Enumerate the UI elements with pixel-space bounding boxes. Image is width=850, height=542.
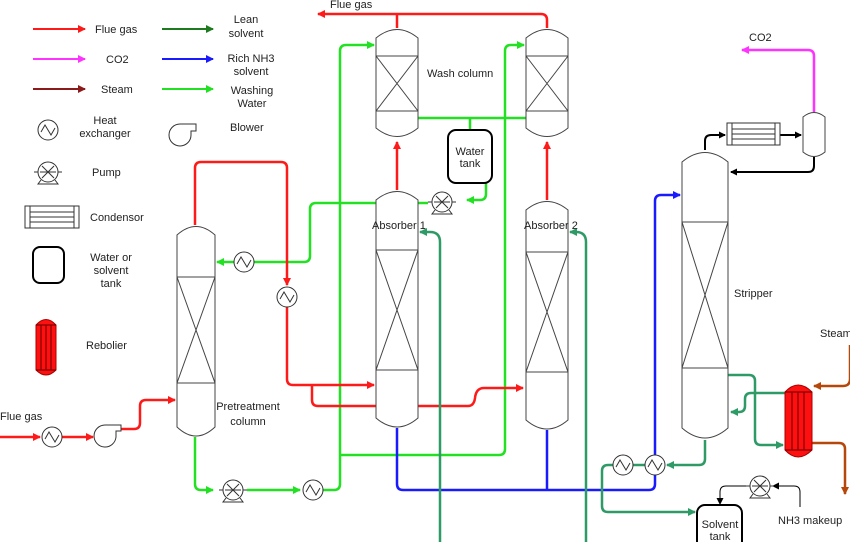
- label-steam: Steam: [820, 328, 850, 340]
- legend-rich-solvent-label-1: Rich NH3: [227, 53, 274, 65]
- pipe-lean-to-absorber-2: [569, 228, 588, 542]
- pipe-drum-to-stripper: [730, 157, 815, 176]
- pipe-hx-to-solvent-tank: [600, 463, 695, 512]
- pipe-stripper-to-reboiler: [728, 373, 784, 449]
- pipe-pump-to-solvent-tank: [716, 485, 747, 505]
- pipe-blower-to-pretreat: [121, 396, 176, 431]
- rich-solvent-lines: [395, 191, 681, 492]
- water-tank: [447, 129, 493, 184]
- legend-reboiler-label: Rebolier: [86, 340, 127, 352]
- pipe-pretreat-to-hx: [193, 160, 291, 286]
- pipe-co2-out: [741, 46, 816, 112]
- pipe-pump-to-pretreat-hx: [254, 201, 428, 264]
- legend-reboiler-icon: [35, 319, 57, 376]
- label-flue-gas-in: Flue gas: [0, 411, 43, 423]
- pump-water-icon: [427, 191, 457, 215]
- reflux-drum: [802, 112, 826, 157]
- legend-washing-water-label-2: Water: [238, 98, 267, 110]
- pipe-absorbers-to-hx: [395, 428, 657, 492]
- label-solvent-tank-1: Solvent: [702, 519, 739, 531]
- pipe-to-absorber-2: [310, 385, 523, 408]
- legend-pump-label: Pump: [92, 167, 121, 179]
- pipe-stripper-to-condensor: [704, 131, 726, 150]
- pipe-stripper-bottom-to-hx: [666, 440, 707, 469]
- legend-heat-exchanger-label-2: exchanger: [79, 128, 131, 140]
- legend-tank-icon: [32, 246, 65, 284]
- legend-heat-exchanger-icon: [37, 119, 59, 141]
- solvent-tank: [696, 504, 743, 542]
- pipe-water-tank-to-pump: [466, 183, 488, 204]
- reboiler: [784, 384, 813, 458]
- absorber-1: [375, 191, 419, 428]
- legend-blower-label: Blower: [230, 122, 264, 134]
- pump-nh3-icon: [745, 475, 775, 499]
- heat-exchanger-pretreat-icon: [233, 251, 255, 273]
- legend-condensor-label: Condensor: [90, 212, 144, 224]
- blower-icon: [93, 424, 122, 448]
- legend-flue-gas-label: Flue gas: [95, 24, 138, 36]
- pipe-lean-to-absorber-1: [419, 228, 442, 542]
- wash-column-1: [375, 29, 419, 137]
- pipe-hx-to-absorber-1: [285, 307, 375, 389]
- pipe-reboiler-to-stripper: [730, 391, 785, 416]
- legend: Flue gas CO2 Steam Lean solvent Rich NH3…: [24, 14, 275, 376]
- pipe-steam-out: [812, 441, 849, 495]
- washing-water-lines: [193, 41, 526, 494]
- flue-gas-lines: [0, 14, 551, 441]
- pipe-steam-in: [813, 345, 850, 390]
- pump-pretreat-icon: [218, 479, 248, 503]
- legend-pump-icon: [33, 161, 63, 185]
- label-pretreatment-2: column: [230, 416, 265, 428]
- legend-co2-label: CO2: [106, 54, 129, 66]
- pretreatment-column: [176, 226, 216, 437]
- label-flue-gas-out: Flue gas: [330, 0, 373, 11]
- label-water-tank-1: Water: [456, 146, 485, 158]
- label-wash-column: Wash column: [427, 68, 493, 80]
- heat-exchanger-flue-icon: [276, 286, 298, 308]
- label-co2: CO2: [749, 32, 772, 44]
- legend-condensor-icon: [24, 205, 80, 229]
- pipe-pretreat-to-pump: [193, 437, 214, 494]
- label-water-tank-2: tank: [460, 158, 481, 170]
- label-absorber-1: Absorber 1: [372, 220, 426, 232]
- pipe-to-stripper: [653, 191, 681, 455]
- pipe-to-wash-column-1: [323, 41, 375, 492]
- label-nh3-makeup: NH3 makeup: [778, 515, 842, 527]
- legend-heat-exchanger-label-1: Heat: [93, 115, 116, 127]
- legend-rich-solvent-label-2: solvent: [234, 66, 269, 78]
- heat-exchanger-inlet-icon: [41, 426, 63, 448]
- label-stripper: Stripper: [734, 288, 773, 300]
- label-pretreatment-1: Pretreatment: [216, 401, 280, 413]
- stripper-column: [681, 152, 729, 439]
- absorber-2: [525, 201, 569, 430]
- legend-steam-label: Steam: [101, 84, 133, 96]
- legend-tank-label-1: Water or: [90, 252, 132, 264]
- condensor: [726, 122, 781, 146]
- wash-column-2: [525, 29, 569, 137]
- legend-lean-solvent-label-1: Lean: [234, 14, 258, 26]
- pipe-to-wash-column-2: [340, 41, 525, 457]
- pipe-nh3-makeup-in: [772, 482, 801, 507]
- heat-exchanger-rich-lean-icon: [644, 454, 666, 476]
- legend-tank-label-3: tank: [101, 278, 122, 290]
- lean-solvent-lines: [419, 228, 785, 542]
- legend-lean-solvent-label-2: solvent: [229, 28, 264, 40]
- heat-exchanger-lean-icon: [612, 454, 634, 476]
- legend-blower-icon: [168, 123, 197, 147]
- legend-washing-water-label-1: Washing: [231, 85, 273, 97]
- heat-exchanger-water-icon: [302, 479, 324, 501]
- pipe-wash-to-water-tank: [418, 116, 526, 130]
- label-solvent-tank-2: tank: [710, 531, 731, 542]
- pipe-flue-gas-outlet: [318, 14, 549, 28]
- legend-tank-label-2: solvent: [94, 265, 129, 277]
- label-absorber-2: Absorber 2: [524, 220, 578, 232]
